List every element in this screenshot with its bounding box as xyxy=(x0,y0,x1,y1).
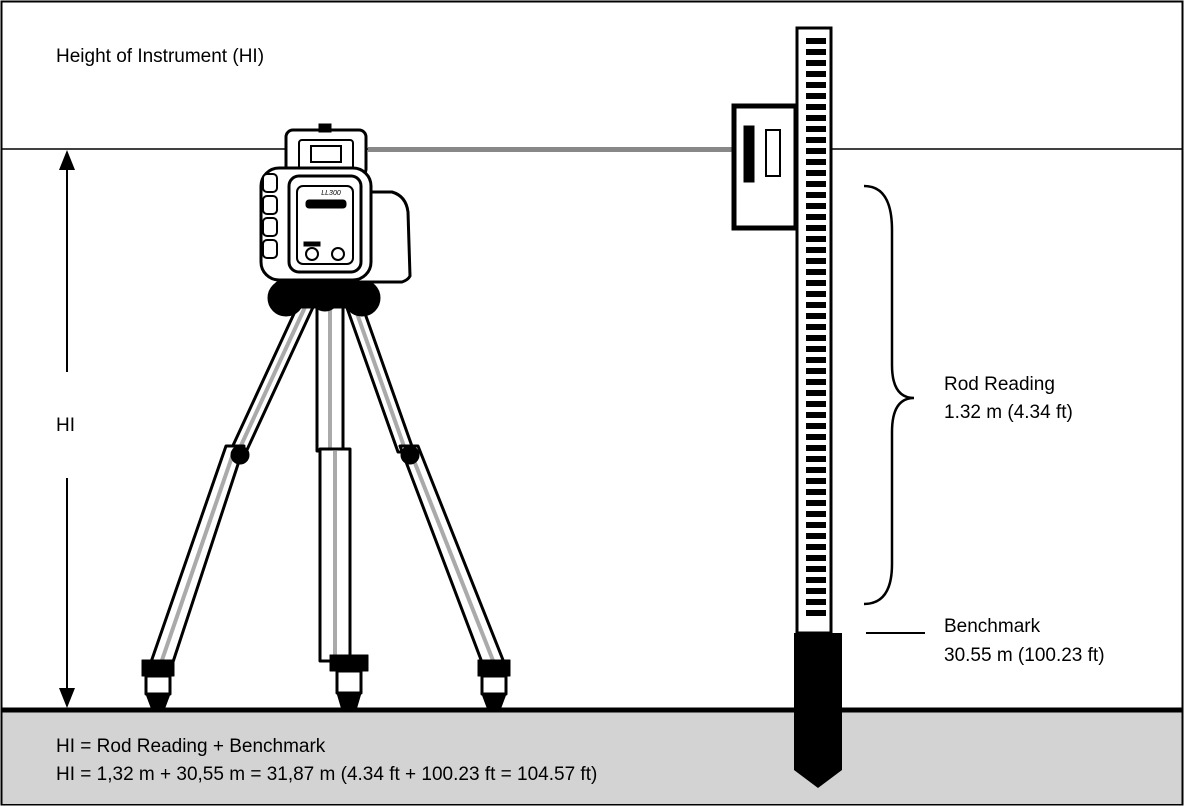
laser-instrument xyxy=(259,123,412,284)
rod-graduation-mark xyxy=(806,566,826,572)
formula-line-1: HI = Rod Reading + Benchmark xyxy=(56,736,326,757)
rod-graduation-mark xyxy=(806,390,826,396)
rod-graduation-mark xyxy=(806,335,826,341)
rod-graduation-mark xyxy=(806,599,826,605)
rod-graduation-mark xyxy=(806,192,826,198)
rod-graduation-mark xyxy=(806,302,826,308)
rod-graduation-mark xyxy=(806,38,826,44)
rod-graduation-mark xyxy=(806,82,826,88)
rod-graduation-mark xyxy=(806,346,826,352)
rod-graduation-mark xyxy=(806,236,826,242)
rod-graduation-mark xyxy=(806,324,826,330)
rod-graduation-mark xyxy=(806,280,826,286)
rod-graduation-mark xyxy=(806,269,826,275)
leveling-rod xyxy=(795,26,833,635)
rod-graduation-mark xyxy=(806,93,826,99)
rod-graduation-mark xyxy=(806,104,826,110)
rod-graduation-mark xyxy=(806,71,826,77)
benchmark-value: 30.55 m (100.23 ft) xyxy=(944,645,1105,666)
rod-reading-brace xyxy=(863,184,915,606)
rod-graduation-mark xyxy=(806,214,826,220)
rod-graduation-mark xyxy=(806,478,826,484)
rod-graduation-mark xyxy=(806,258,826,264)
rod-graduation-mark xyxy=(806,522,826,528)
rod-graduation-mark xyxy=(806,357,826,363)
rod-graduation-mark xyxy=(806,49,826,55)
rod-graduation-mark xyxy=(806,170,826,176)
rod-graduation-mark xyxy=(806,313,826,319)
rod-graduation-mark xyxy=(806,126,826,132)
rod-graduation-mark xyxy=(806,225,826,231)
rod-graduations xyxy=(806,38,826,616)
rod-graduation-mark xyxy=(806,456,826,462)
rod-graduation-mark xyxy=(806,544,826,550)
rod-graduation-mark xyxy=(806,379,826,385)
tripod xyxy=(141,277,511,711)
rod-graduation-mark xyxy=(806,533,826,539)
rod-reading-value: 1.32 m (4.34 ft) xyxy=(944,402,1073,423)
rod-graduation-mark xyxy=(806,489,826,495)
rod-graduation-mark xyxy=(806,610,826,616)
ground xyxy=(2,710,1182,804)
rod-graduation-mark xyxy=(806,511,826,517)
laser-beam xyxy=(368,147,760,152)
rod-graduation-mark xyxy=(806,247,826,253)
rod-graduation-mark xyxy=(806,159,826,165)
benchmark-stake xyxy=(794,633,842,788)
rod-graduation-mark xyxy=(806,60,826,66)
rod-graduation-mark xyxy=(806,148,826,154)
rod-graduation-mark xyxy=(806,115,826,121)
rod-graduation-mark xyxy=(806,588,826,594)
rod-graduation-mark xyxy=(806,500,826,506)
rod-graduation-mark xyxy=(806,401,826,407)
instrument-model-text: LL300 xyxy=(321,190,341,197)
rod-reading-label: Rod Reading xyxy=(944,374,1055,395)
rod-graduation-mark xyxy=(806,137,826,143)
rod-graduation-mark xyxy=(806,445,826,451)
rod-graduation-mark xyxy=(806,577,826,583)
rod-graduation-mark xyxy=(806,423,826,429)
rod-graduation-mark xyxy=(806,203,826,209)
hi-label: HI xyxy=(56,415,75,436)
laser-detector xyxy=(731,103,799,231)
rod-graduation-mark xyxy=(806,368,826,374)
rod-graduation-mark xyxy=(806,291,826,297)
rod-graduation-mark xyxy=(806,467,826,473)
formula-line-2: HI = 1,32 m + 30,55 m = 31,87 m (4.34 ft… xyxy=(56,764,597,785)
rod-graduation-mark xyxy=(806,181,826,187)
benchmark-label: Benchmark xyxy=(944,616,1041,637)
rod-graduation-mark xyxy=(806,555,826,561)
hi-dimension-arrow xyxy=(59,150,75,708)
rod-graduation-mark xyxy=(806,412,826,418)
rod-graduation-mark xyxy=(806,434,826,440)
diagram-title: Height of Instrument (HI) xyxy=(56,46,264,67)
